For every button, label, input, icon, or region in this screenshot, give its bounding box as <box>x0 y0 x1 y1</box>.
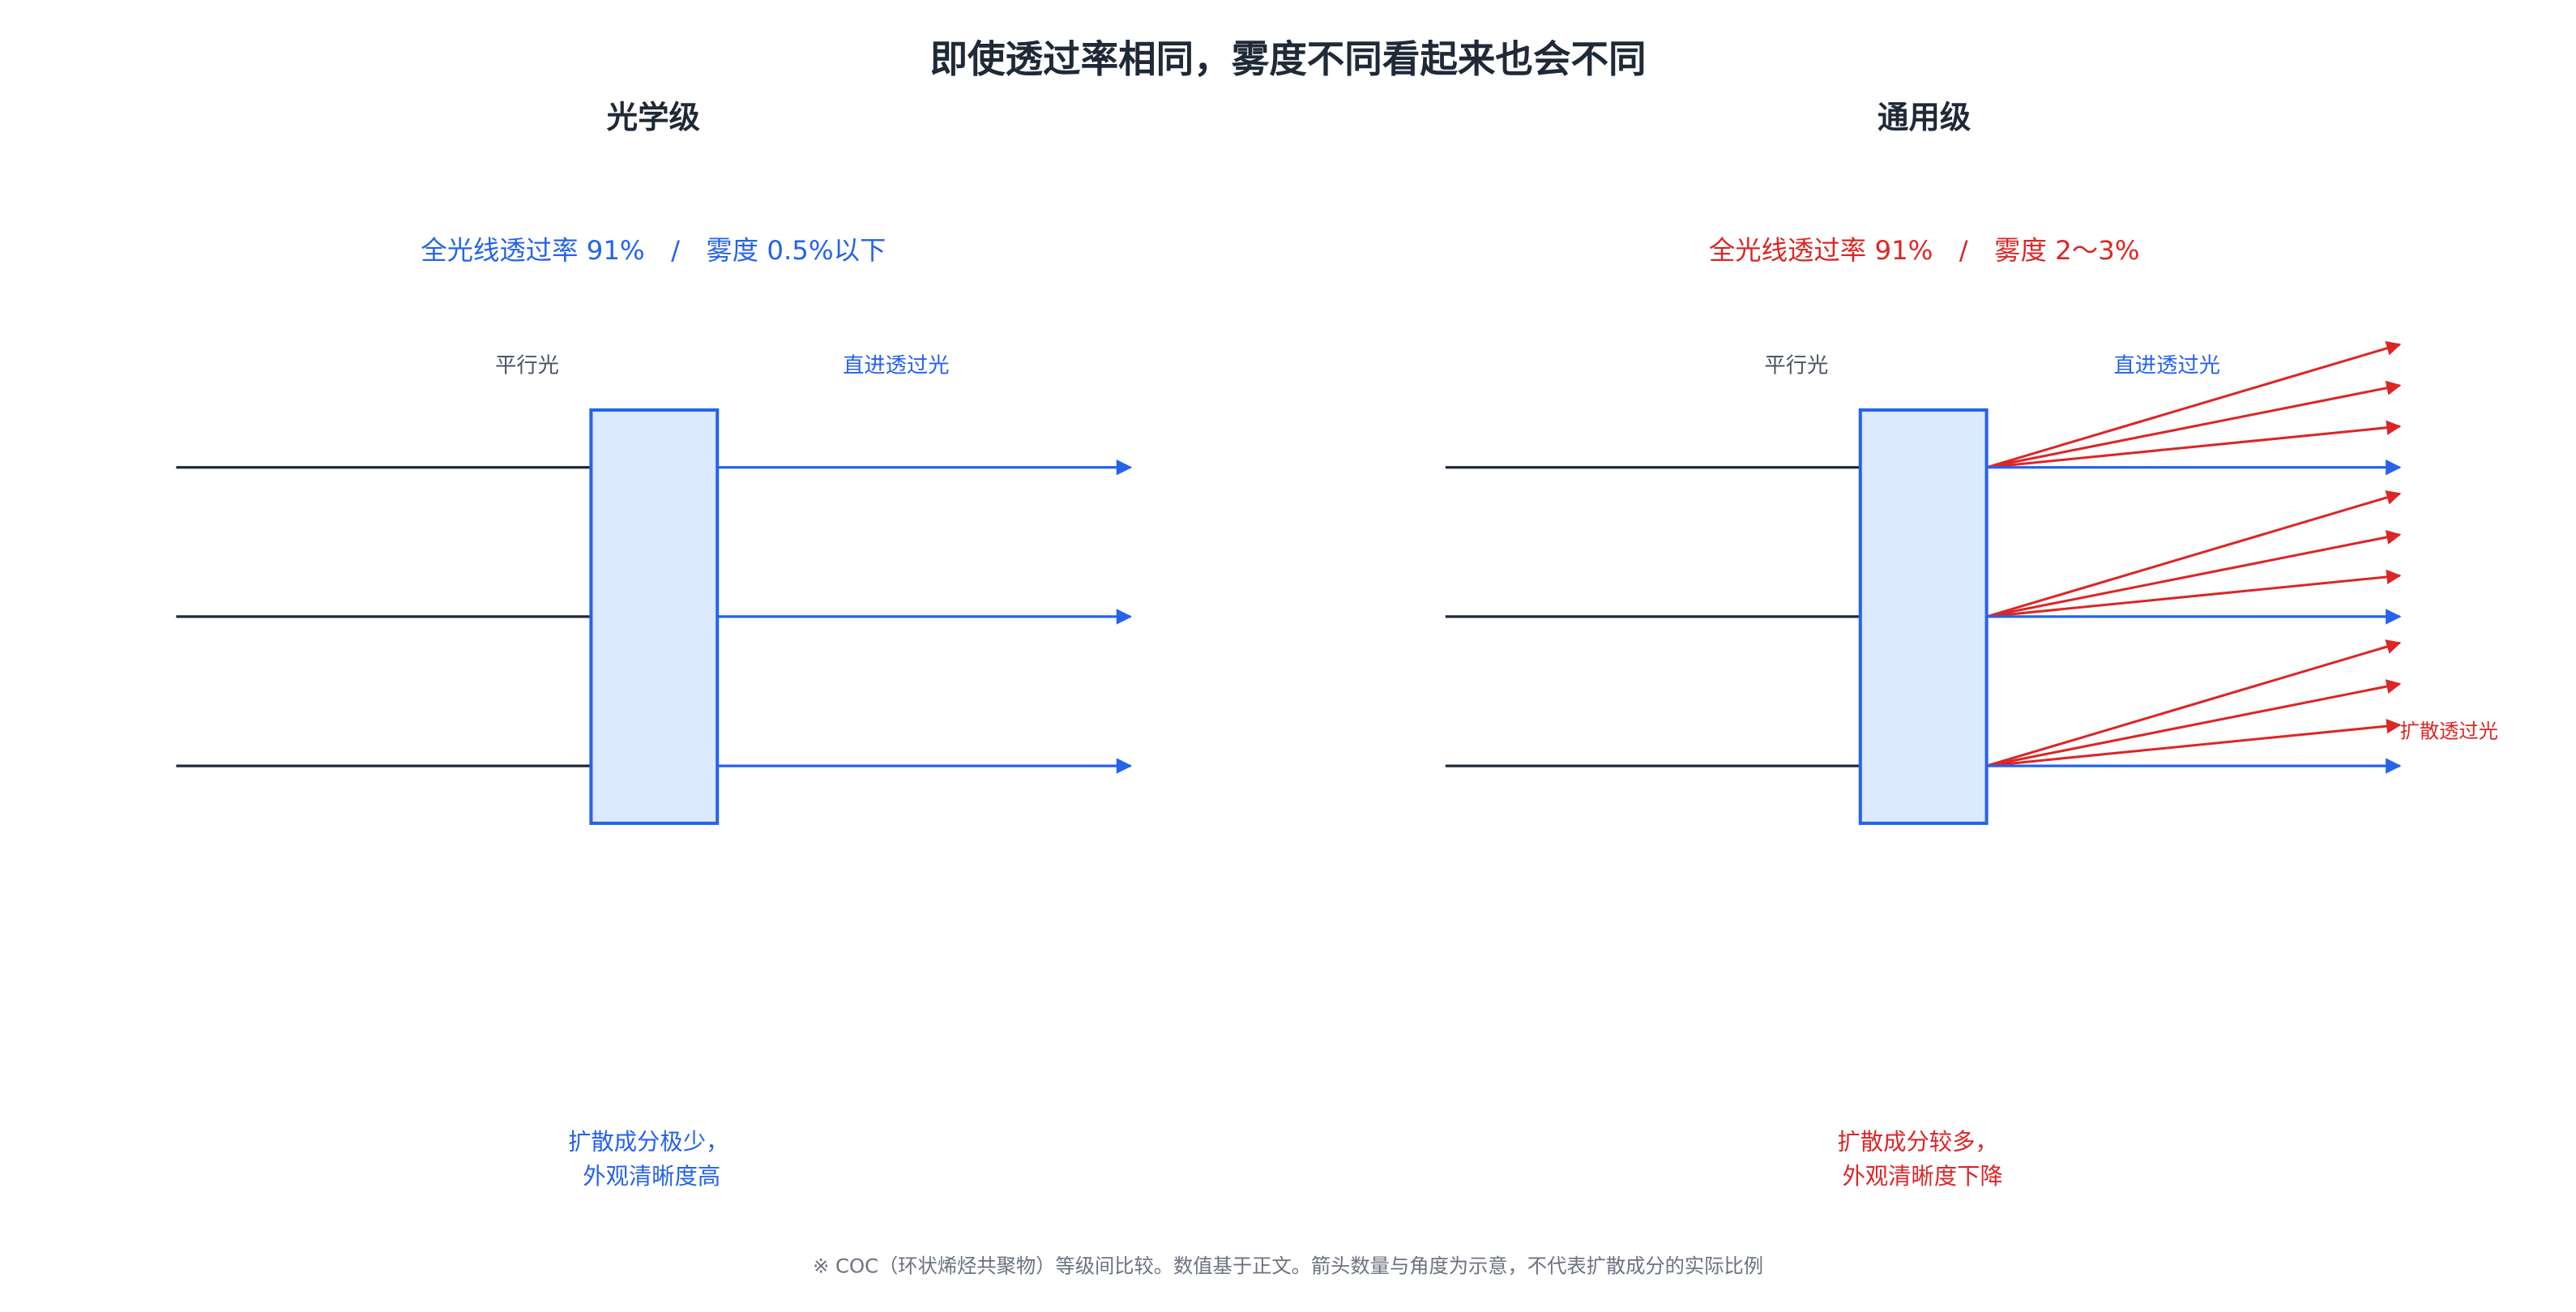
sample-plate <box>589 408 720 825</box>
incident-light-label: 平行光 <box>495 353 559 378</box>
diffuse-arrow <box>1986 530 2402 618</box>
diffuse-arrow <box>1986 490 2402 618</box>
caption-line-2: 外观清晰度下降 <box>1843 1163 2003 1190</box>
spec-label: 全光线透过率 91% / 雾度 0.5%以下 <box>421 235 886 266</box>
diffuse-arrow <box>1986 340 2402 469</box>
diagram-title: 即使透过率相同，雾度不同看起来也会不同 <box>929 37 1646 81</box>
footnote: ※ COC（环状烯烃共聚物）等级间比较。数值基于正文。箭头数量与角度为示意，不代… <box>813 1254 1763 1277</box>
transmitted-light-label: 直进透过光 <box>2113 353 2219 378</box>
panel-heading: 通用级 <box>1878 100 1972 136</box>
spec-label: 全光线透过率 91% / 雾度 2～3% <box>1709 235 2140 266</box>
diffuse-arrow <box>1986 420 2402 469</box>
transmitted-light-label: 直进透过光 <box>843 353 949 378</box>
sample-plate <box>1858 408 1989 825</box>
diffuse-arrow <box>1986 719 2402 767</box>
diffuse-light-label: 扩散透过光 <box>2400 720 2498 743</box>
diffuse-arrow <box>1986 639 2402 767</box>
diffuse-arrow <box>1986 380 2402 469</box>
caption-line-1: 扩散成分较多， <box>1837 1129 1997 1156</box>
panel-optical-grade: 光学级 全光线透过率 91% / 雾度 0.5%以下 平行光 直进透过光 扩散成… <box>176 100 1133 1190</box>
incident-light-label: 平行光 <box>1764 353 1828 378</box>
panel-general-grade: 通用级 全光线透过率 91% / 雾度 2～3% 平行光 直进透过光 扩散透过光… <box>1445 100 2498 1190</box>
panel-heading: 光学级 <box>607 100 701 136</box>
caption-line-2: 外观清晰度高 <box>583 1163 720 1190</box>
diffuse-arrow <box>1986 679 2402 767</box>
diffuse-arrow <box>1986 569 2402 618</box>
caption-line-1: 扩散成分极少， <box>568 1129 728 1156</box>
